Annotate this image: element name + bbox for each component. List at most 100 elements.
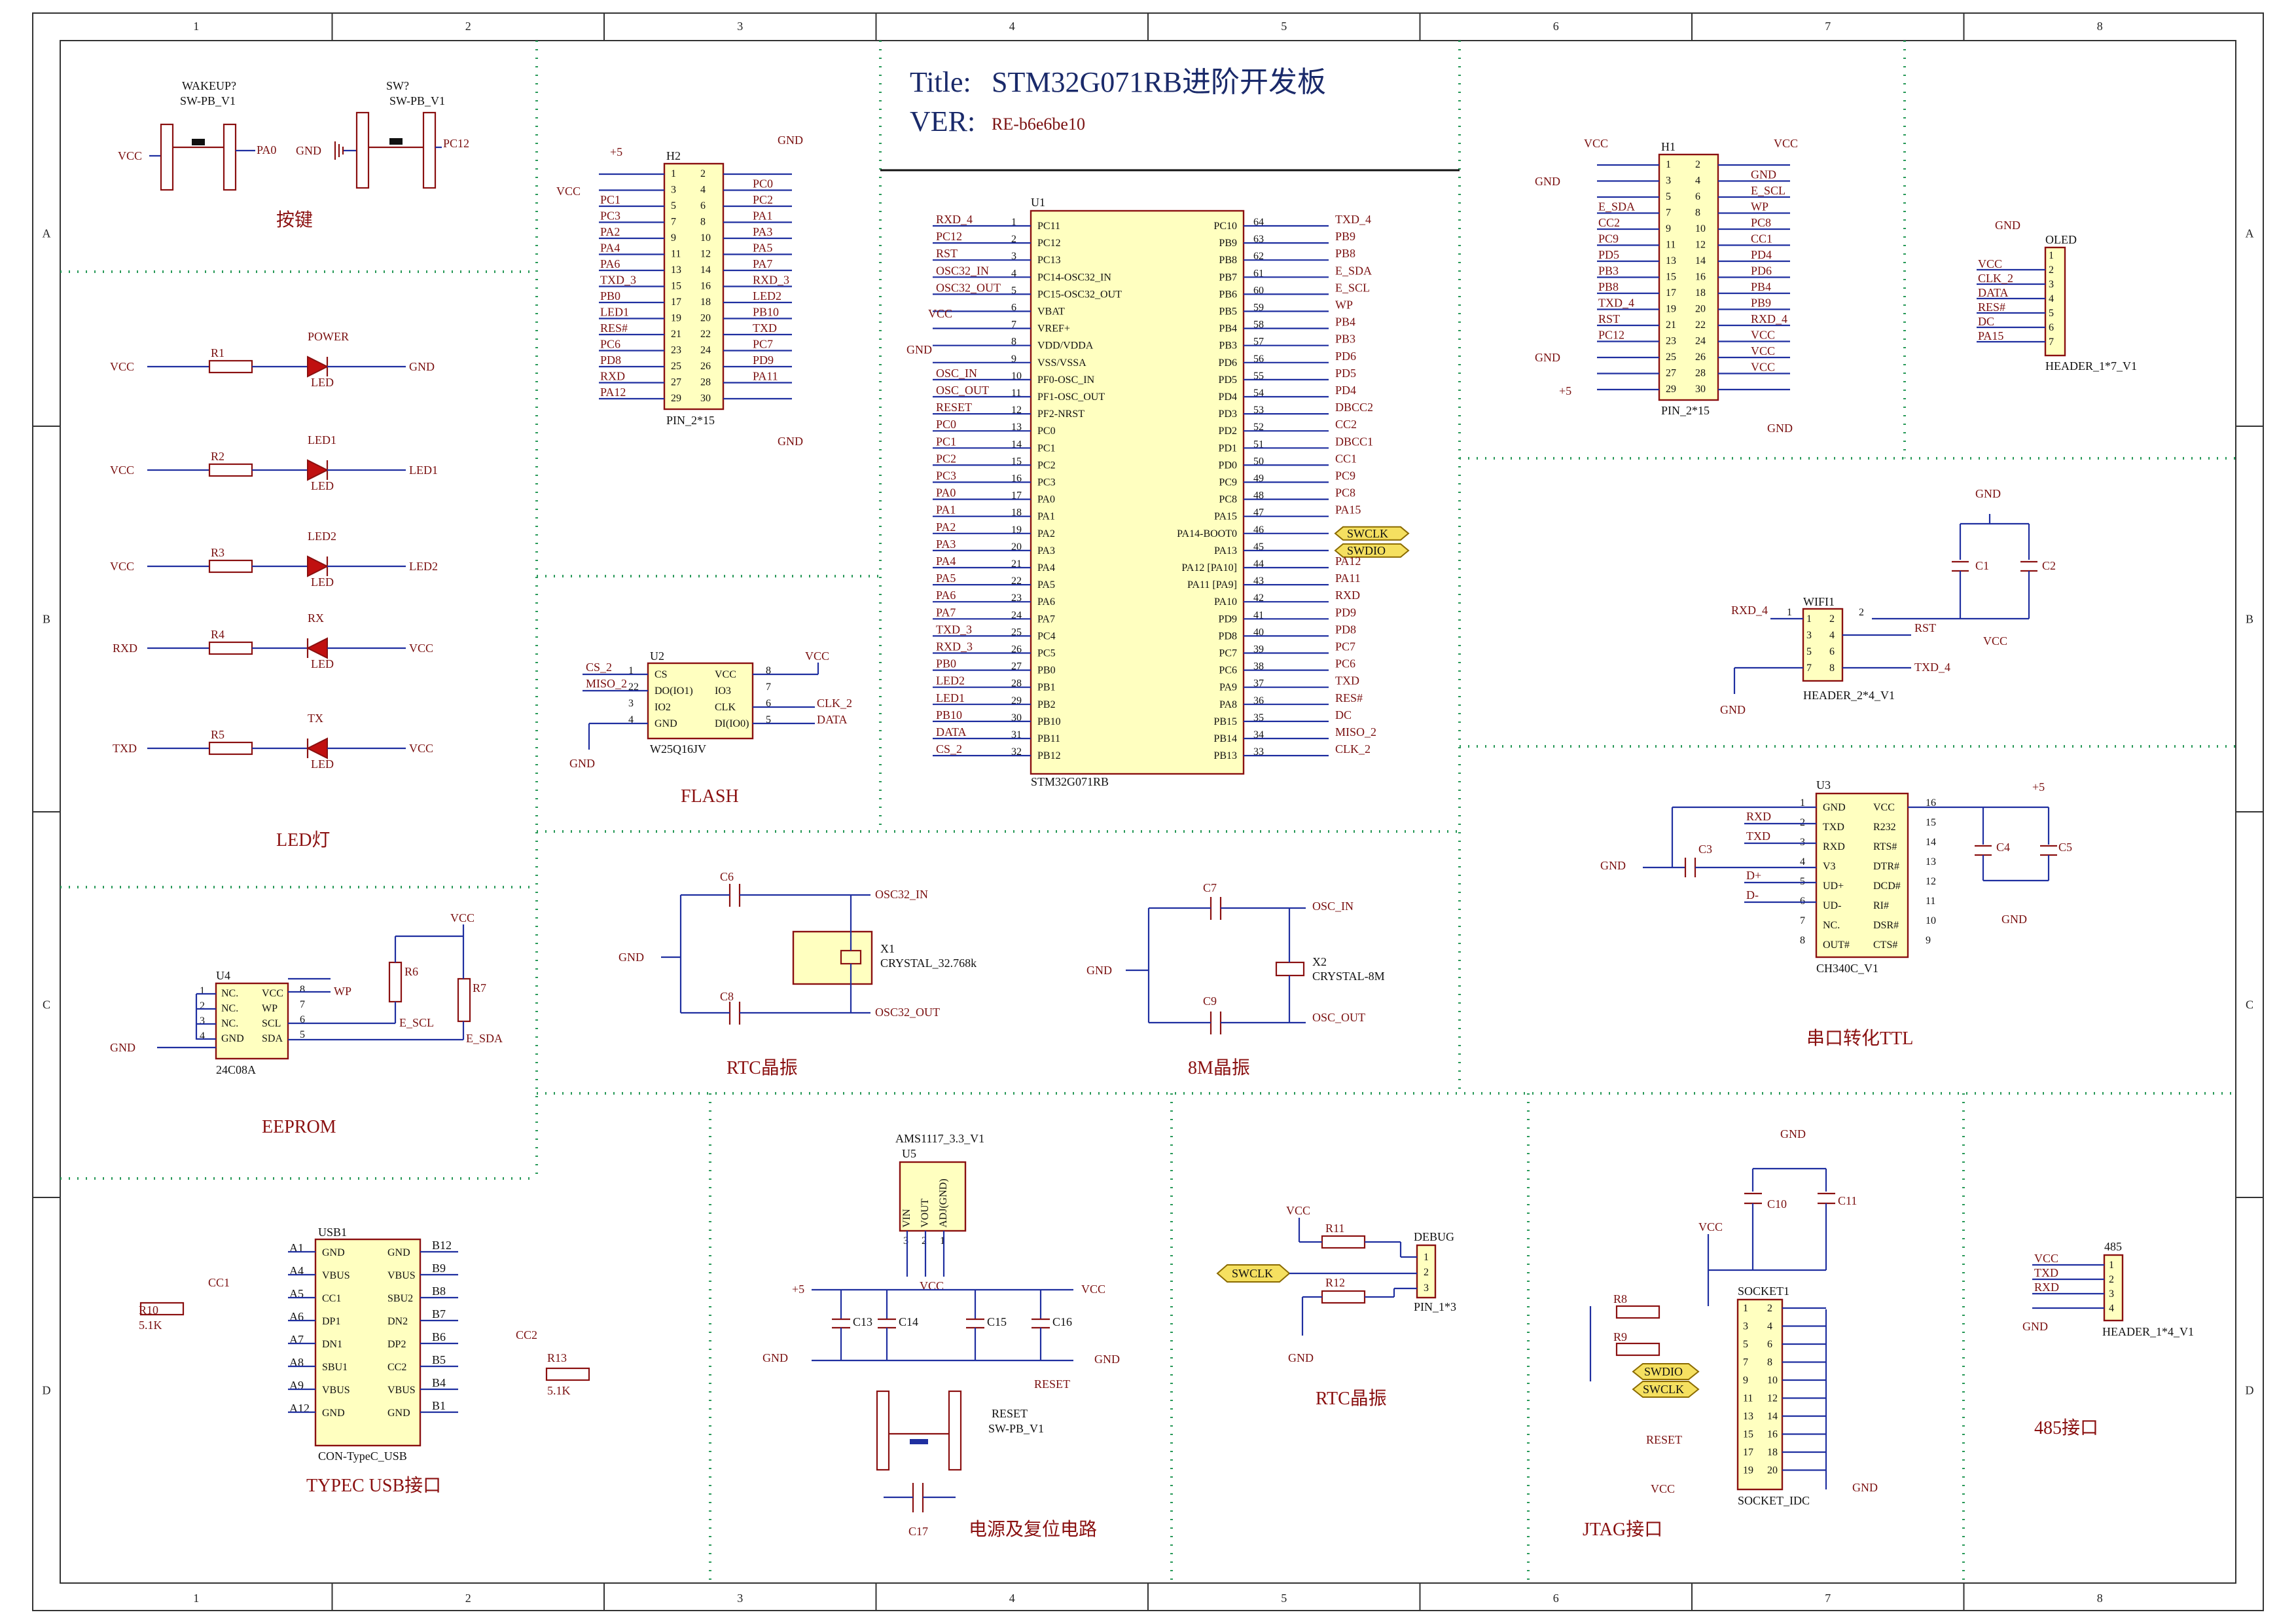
debug-r12: R12 (1325, 1276, 1345, 1289)
pin-number: 40 (1253, 627, 1264, 638)
net-label: PD8 (1335, 623, 1356, 636)
eeprom-pin: SDA (262, 1033, 283, 1044)
pin-number: 13 (1926, 856, 1936, 867)
pin-number: 9 (1666, 223, 1671, 234)
mcu-pin: PB3 (1219, 340, 1237, 352)
usb-r10: R10 (139, 1304, 158, 1317)
eeprom-pin: GND (221, 1033, 244, 1044)
mcu-pin: PB0 (1037, 665, 1056, 676)
pin-number: 3 (2049, 279, 2054, 290)
mcu-pin: PC1 (1037, 443, 1056, 454)
wifi-header (1802, 608, 1844, 682)
led-name: TX (308, 712, 323, 725)
pin-number: 10 (1767, 1375, 1778, 1386)
pin-number: 18 (1011, 507, 1022, 519)
net-label: WP (1335, 299, 1353, 312)
rtc-gnd: GND (619, 951, 644, 964)
pin-number: 18 (1767, 1447, 1778, 1458)
pin-number: B1 (432, 1399, 446, 1412)
pin-number: 1 (940, 1235, 945, 1247)
debug-section: DEBUG PIN_1*3 123 VCC R11 R12 SWCLK GND … (1216, 1204, 1456, 1409)
pin-number: 16 (1926, 797, 1936, 809)
wifi-ref: WIFI1 (1803, 595, 1835, 608)
mcu-pin: PC2 (1037, 460, 1056, 471)
mcu-pin: PB14 (1213, 733, 1237, 744)
net-label: PD6 (1751, 264, 1772, 278)
ch340-plus: +5 (2032, 780, 2045, 793)
svg-text:5: 5 (1806, 646, 1812, 657)
pin-number: 12 (1926, 876, 1936, 887)
net-label: RXD (1335, 589, 1360, 602)
svg-text:7: 7 (1806, 663, 1812, 674)
mcu-pin: PB4 (1219, 323, 1237, 335)
led-left-net: VCC (110, 360, 134, 373)
eeprom-ref: U4 (216, 969, 230, 982)
net-label: PC0 (753, 177, 773, 191)
grid-col-bottom: 2 (465, 1592, 471, 1605)
pin-number: 4 (200, 1030, 205, 1042)
pin-number: 18 (1695, 287, 1706, 299)
svg-text:3: 3 (1806, 630, 1812, 641)
jtag-reset: RESET (1646, 1433, 1682, 1446)
svg-text:6: 6 (1829, 646, 1835, 657)
h2-plus: +5 (610, 145, 622, 158)
pin-number: 35 (1253, 712, 1264, 723)
pin-number: 11 (1926, 896, 1935, 907)
net-label: PD5 (1598, 248, 1619, 261)
eeprom-sda: E_SDA (466, 1032, 503, 1045)
flash-pin: IO3 (715, 685, 731, 697)
pin-number: 8 (300, 984, 305, 995)
h2-part: PIN_2*15 (666, 414, 715, 427)
net-label: DATA (817, 713, 848, 726)
mcu-pin: PC6 (1219, 665, 1237, 676)
pin-number: 13 (1743, 1411, 1753, 1422)
eeprom-r7: R7 (473, 981, 486, 994)
ldo-pin: VIN (901, 1209, 912, 1228)
svg-text:1: 1 (1806, 613, 1812, 625)
pin-number: 15 (671, 281, 681, 292)
net-label: PA2 (600, 225, 620, 238)
net-label: PA3 (936, 538, 956, 551)
net-label: PD4 (1751, 248, 1772, 261)
h2-vcc: VCC (556, 185, 581, 198)
led-icon (307, 459, 329, 481)
mcu-pin: PC14-OSC32_IN (1037, 272, 1111, 283)
h1-gnd2: GND (1535, 351, 1560, 364)
flash-chip (647, 662, 754, 740)
pin-number: 6 (1800, 896, 1805, 907)
mcu-pin: PA12 [PA10] (1181, 562, 1237, 574)
led-label: LED (311, 657, 334, 670)
usb-connector (314, 1238, 422, 1447)
svg-text:8: 8 (1829, 663, 1835, 674)
pin-number: 3 (903, 1235, 908, 1247)
pin-number: 12 (1767, 1393, 1778, 1404)
pin-number: 63 (1253, 234, 1264, 245)
pin-number: 5 (671, 200, 676, 211)
pin-number: 3 (1743, 1321, 1748, 1332)
mcu-pin: PC5 (1037, 648, 1056, 659)
net-label: PB4 (1751, 280, 1771, 293)
mcu-pin: PD8 (1219, 630, 1237, 642)
net-label: VCC (1978, 257, 2002, 270)
pin-number: 58 (1253, 319, 1264, 331)
led-label: LED (311, 757, 334, 771)
usb-r13: R13 (547, 1351, 567, 1364)
net-label: CLK_2 (1335, 742, 1371, 756)
net-label: PA1 (753, 210, 772, 223)
mcu-pin: PB6 (1219, 289, 1237, 300)
mcu-pin: PA5 (1037, 579, 1055, 591)
net-label: VCC (2034, 1252, 2058, 1265)
pin-number: 4 (2049, 293, 2054, 304)
net-label: E_SDA (1598, 200, 1635, 213)
pin-number: 2 (200, 1000, 205, 1012)
x8m-x2-part: CRYSTAL-8M (1312, 970, 1385, 983)
wifi-gnd: GND (1975, 487, 2001, 500)
grid-col-top: 1 (193, 20, 199, 33)
pin-number: 61 (1253, 268, 1264, 279)
ch340-pin: DTR# (1873, 861, 1899, 872)
pin-number: 14 (1011, 439, 1022, 450)
pin-number: 24 (1011, 610, 1022, 621)
x8m-gnd: GND (1086, 964, 1112, 977)
net-label: SWCLK (1347, 527, 1388, 540)
